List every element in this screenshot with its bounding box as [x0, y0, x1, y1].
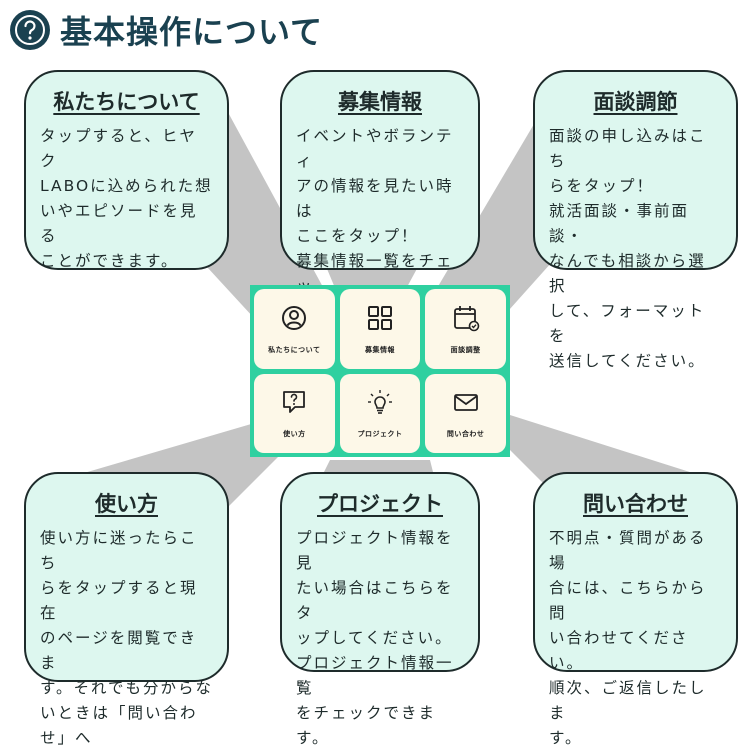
card-title: 使い方: [95, 492, 158, 516]
card-body: プロジェクト情報を見 たい場合はこちらをタ ップしてください。 プロジェクト情報…: [296, 529, 454, 747]
tile-label: 募集情報: [364, 345, 395, 354]
page-header: 基本操作について: [10, 8, 323, 52]
card-howto: 使い方 使い方に迷ったらこち らをタップすると現在 のページを閲覧できま す。そ…: [24, 472, 229, 747]
tile-howto[interactable]: 使い方: [254, 373, 335, 453]
card-title: 募集情報: [338, 90, 422, 114]
tile-recruit[interactable]: 募集情報: [339, 289, 421, 369]
card-about: 私たちについて タップすると、ヒヤク LABOに込められた想 いやエピソードを見…: [24, 70, 229, 270]
user-circle-icon: [282, 305, 307, 330]
tile-interview[interactable]: 面談調整: [425, 289, 506, 369]
card-body: 不明点・質問がある場 合には、こちらから問 い合わせてください。 順次、ご返信し…: [549, 529, 707, 747]
menu-grid: 私たちについて 募集情報 面談調整 使い方: [250, 285, 510, 457]
tile-label: プロジェクト: [357, 430, 403, 439]
card-title: プロジェクト: [317, 492, 443, 516]
card-title: 面談調節: [593, 90, 678, 114]
question-circle-icon: [10, 10, 50, 50]
card-body: タップすると、ヒヤク LABOに込められた想 いやエピソードを見る ことができま…: [40, 127, 213, 270]
lightbulb-icon: [367, 390, 392, 415]
page-title: 基本操作について: [60, 13, 324, 51]
question-bubble-icon: [283, 391, 306, 414]
tile-label: 問い合わせ: [446, 430, 485, 439]
card-body: 使い方に迷ったらこち らをタップすると現在 のページを閲覧できま す。それでも分…: [40, 529, 213, 747]
tile-contact[interactable]: 問い合わせ: [425, 373, 506, 453]
card-title: 問い合わせ: [583, 492, 688, 516]
grid-icon: [367, 305, 392, 330]
card-contact: 問い合わせ 不明点・質問がある場 合には、こちらから問 い合わせてください。 順…: [533, 472, 738, 747]
tile-label: 使い方: [283, 430, 306, 439]
tile-about[interactable]: 私たちについて: [254, 289, 335, 369]
card-title: 私たちについて: [53, 90, 200, 114]
calendar-icon: [453, 305, 479, 332]
card-body: 面談の申し込みはこち らをタップ！ 就活面談・事前面談・ なんでも相談から選択 …: [549, 127, 707, 370]
card-recruit: 募集情報 イベントやボランティ アの情報を見たい時は ここをタップ！ 募集情報一…: [280, 70, 480, 320]
card-interview: 面談調節 面談の申し込みはこち らをタップ！ 就活面談・事前面談・ なんでも相談…: [533, 70, 738, 370]
mail-icon: [453, 394, 478, 412]
card-project: プロジェクト プロジェクト情報を見 たい場合はこちらをタ ップしてください。 プ…: [280, 472, 480, 747]
beam-howto: [60, 420, 285, 520]
tile-label: 面談調整: [450, 345, 481, 354]
tile-label: 私たちについて: [268, 345, 321, 354]
tile-project[interactable]: プロジェクト: [339, 373, 421, 453]
